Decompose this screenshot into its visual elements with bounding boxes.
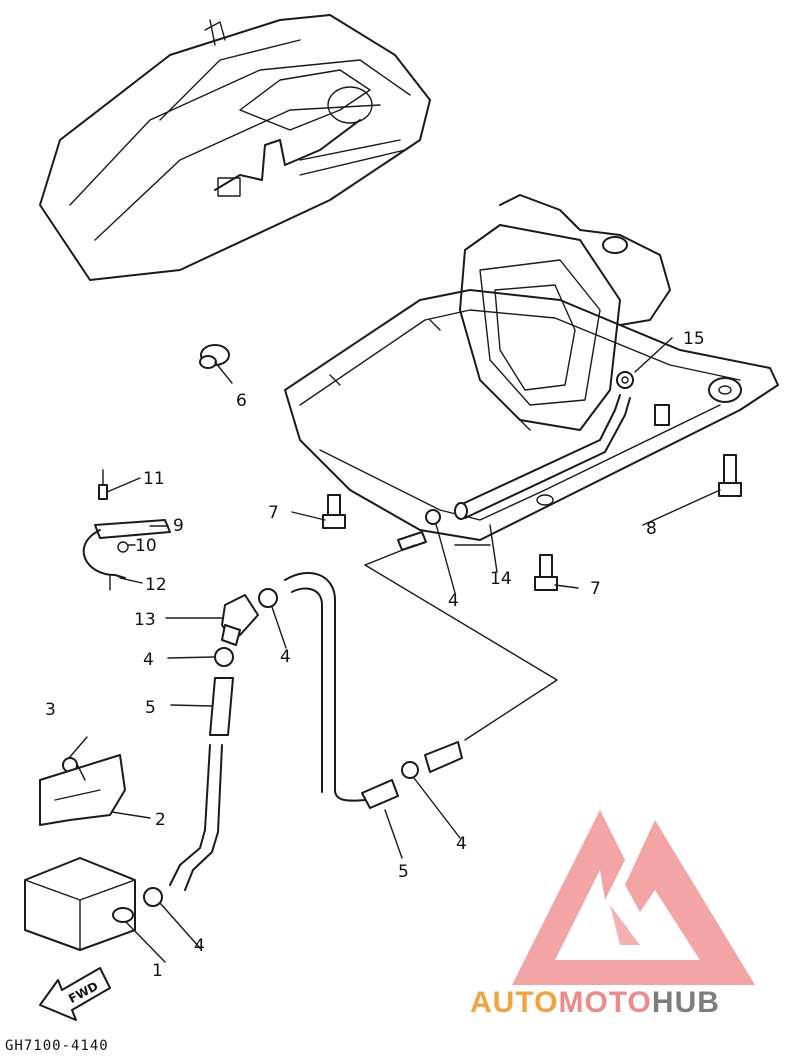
part-12-band (82, 529, 126, 591)
brand-word-auto: AUTO (470, 986, 558, 1019)
callout-14: 14 (490, 569, 512, 589)
part-14-hose (454, 394, 631, 520)
callout-4: 4 (143, 650, 154, 670)
callout-15: 15 (683, 329, 705, 349)
callout-3: 3 (45, 700, 56, 720)
callout-6: 6 (236, 391, 247, 411)
part-10-clip (117, 541, 129, 553)
part-9-bracket (94, 519, 171, 539)
fwd-direction-arrow: FWD (39, 967, 111, 1021)
brand-logo (512, 810, 755, 985)
callout-labels: 1 2 3 4 4 4 4 4 5 5 6 7 7 8 9 10 11 12 1… (45, 329, 705, 981)
callout-10: 10 (135, 536, 157, 556)
callout-2: 2 (155, 810, 166, 830)
brand-word-moto: MOTO (558, 986, 651, 1019)
brand-word-hub: HUB (652, 986, 720, 1019)
part-1-water-box (24, 857, 136, 951)
callout-13: 13 (134, 610, 156, 630)
brand-wordmark: AUTOMOTOHUB (470, 986, 720, 1019)
connector-fittings (397, 531, 463, 773)
callout-5: 5 (145, 698, 156, 718)
part-7-bolt-left (322, 494, 346, 529)
callout-9: 9 (173, 516, 184, 536)
callout-5: 5 (398, 862, 409, 882)
callout-8: 8 (646, 519, 657, 539)
callout-12: 12 (145, 575, 167, 595)
callout-4: 4 (456, 834, 467, 854)
callout-4: 4 (194, 936, 205, 956)
part-6-grommet (199, 344, 230, 369)
callout-4: 4 (448, 591, 459, 611)
part-4-clamps (143, 509, 441, 907)
part-15-clamp (616, 371, 634, 389)
part-13-elbow (221, 594, 259, 646)
part-5-hose-right (284, 571, 399, 809)
part-5-hose-left (169, 677, 234, 891)
callout-11: 11 (143, 469, 165, 489)
part-8-bolt (718, 454, 742, 497)
pump-duct-assembly (284, 194, 779, 541)
callout-7: 7 (590, 579, 601, 599)
callout-7: 7 (268, 503, 279, 523)
drawing-code: GH7100-4140 (5, 1038, 109, 1054)
hull-top-view (39, 14, 431, 281)
part-11-pin (98, 469, 108, 500)
part-2-bracket (39, 754, 126, 826)
callout-4: 4 (280, 647, 291, 667)
leader-lines (68, 337, 721, 963)
part-7-bolt-right (534, 554, 558, 591)
callout-1: 1 (152, 961, 163, 981)
